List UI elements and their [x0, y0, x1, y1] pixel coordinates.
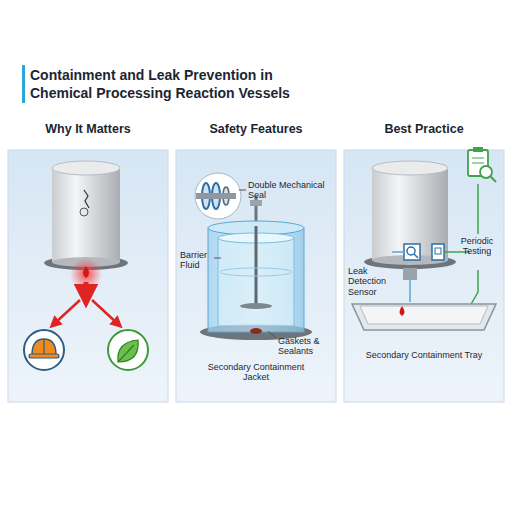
- panel-ground: [344, 150, 504, 402]
- panel: Why It Matters: [8, 118, 168, 402]
- jacketed-vessel: [200, 196, 312, 340]
- title-bar: [22, 65, 25, 103]
- part-label: Secondary Containment Jacket: [196, 362, 316, 383]
- panel-ground: [176, 150, 336, 402]
- part-label: Barrier Fluid: [180, 250, 214, 271]
- panel-heading: Safety Features: [176, 122, 336, 136]
- leak-detection-sensor-symbol: [392, 244, 470, 260]
- panel-ground: [8, 150, 168, 402]
- monitored-vessel: [364, 161, 456, 280]
- diagram-title: Containment and Leak Prevention in Chemi…: [30, 66, 330, 102]
- environment-leaf-icon: [108, 330, 148, 370]
- part-label: Secondary Containment Tray: [364, 350, 484, 360]
- part-label: Periodic Testing: [452, 236, 502, 257]
- panel-heading: Why It Matters: [8, 122, 168, 136]
- leaking-vessel: [44, 161, 128, 324]
- safety-helmet-icon: [24, 330, 64, 370]
- part-label: Double Mechanical Seal: [248, 180, 332, 201]
- double-mechanical-seal-symbol: [195, 173, 246, 219]
- part-label: Gaskets & Sealants: [278, 336, 334, 357]
- periodic-testing-clipboard-icon: [468, 147, 496, 306]
- part-label: Leak Detection Sensor: [348, 266, 406, 297]
- panel-heading: Best Practice: [344, 122, 504, 136]
